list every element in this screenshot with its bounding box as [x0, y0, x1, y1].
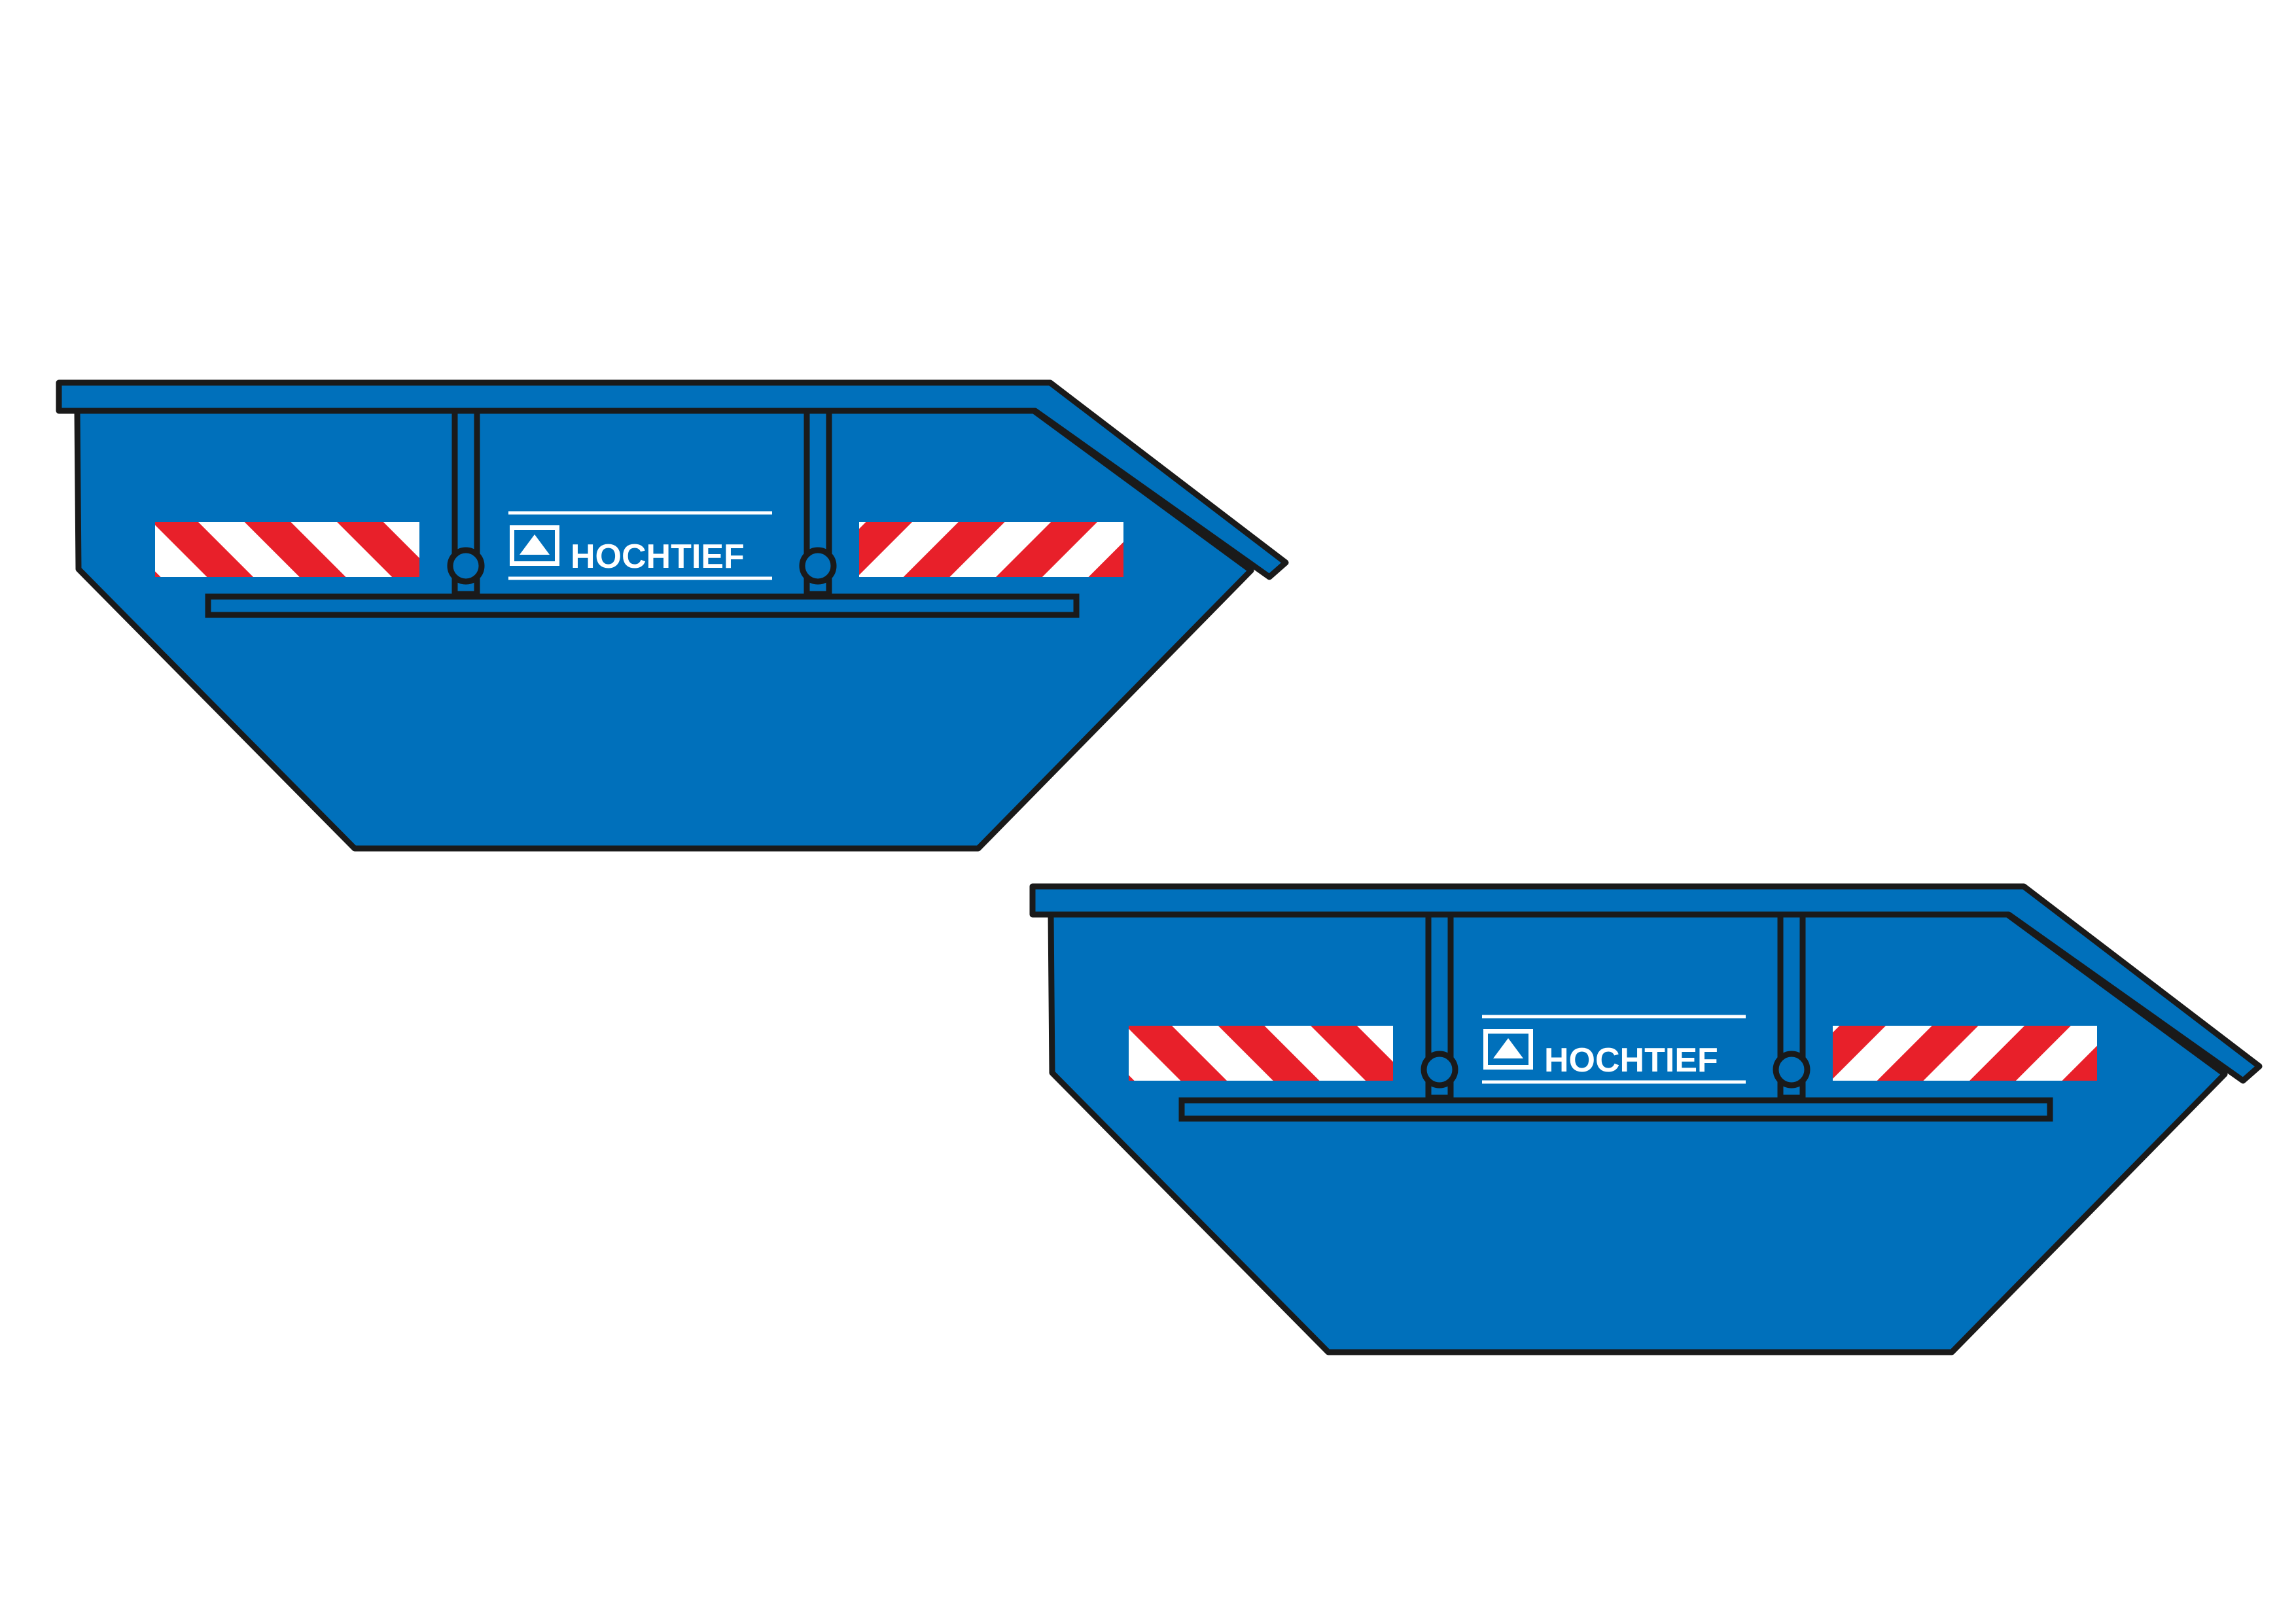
skip-container-left: HOCHTIEF	[59, 383, 1286, 848]
brand-label: HOCHTIEF	[1544, 1041, 1718, 1079]
skip-container-right: HOCHTIEF	[1033, 886, 2259, 1352]
brand-label: HOCHTIEF	[571, 538, 745, 576]
